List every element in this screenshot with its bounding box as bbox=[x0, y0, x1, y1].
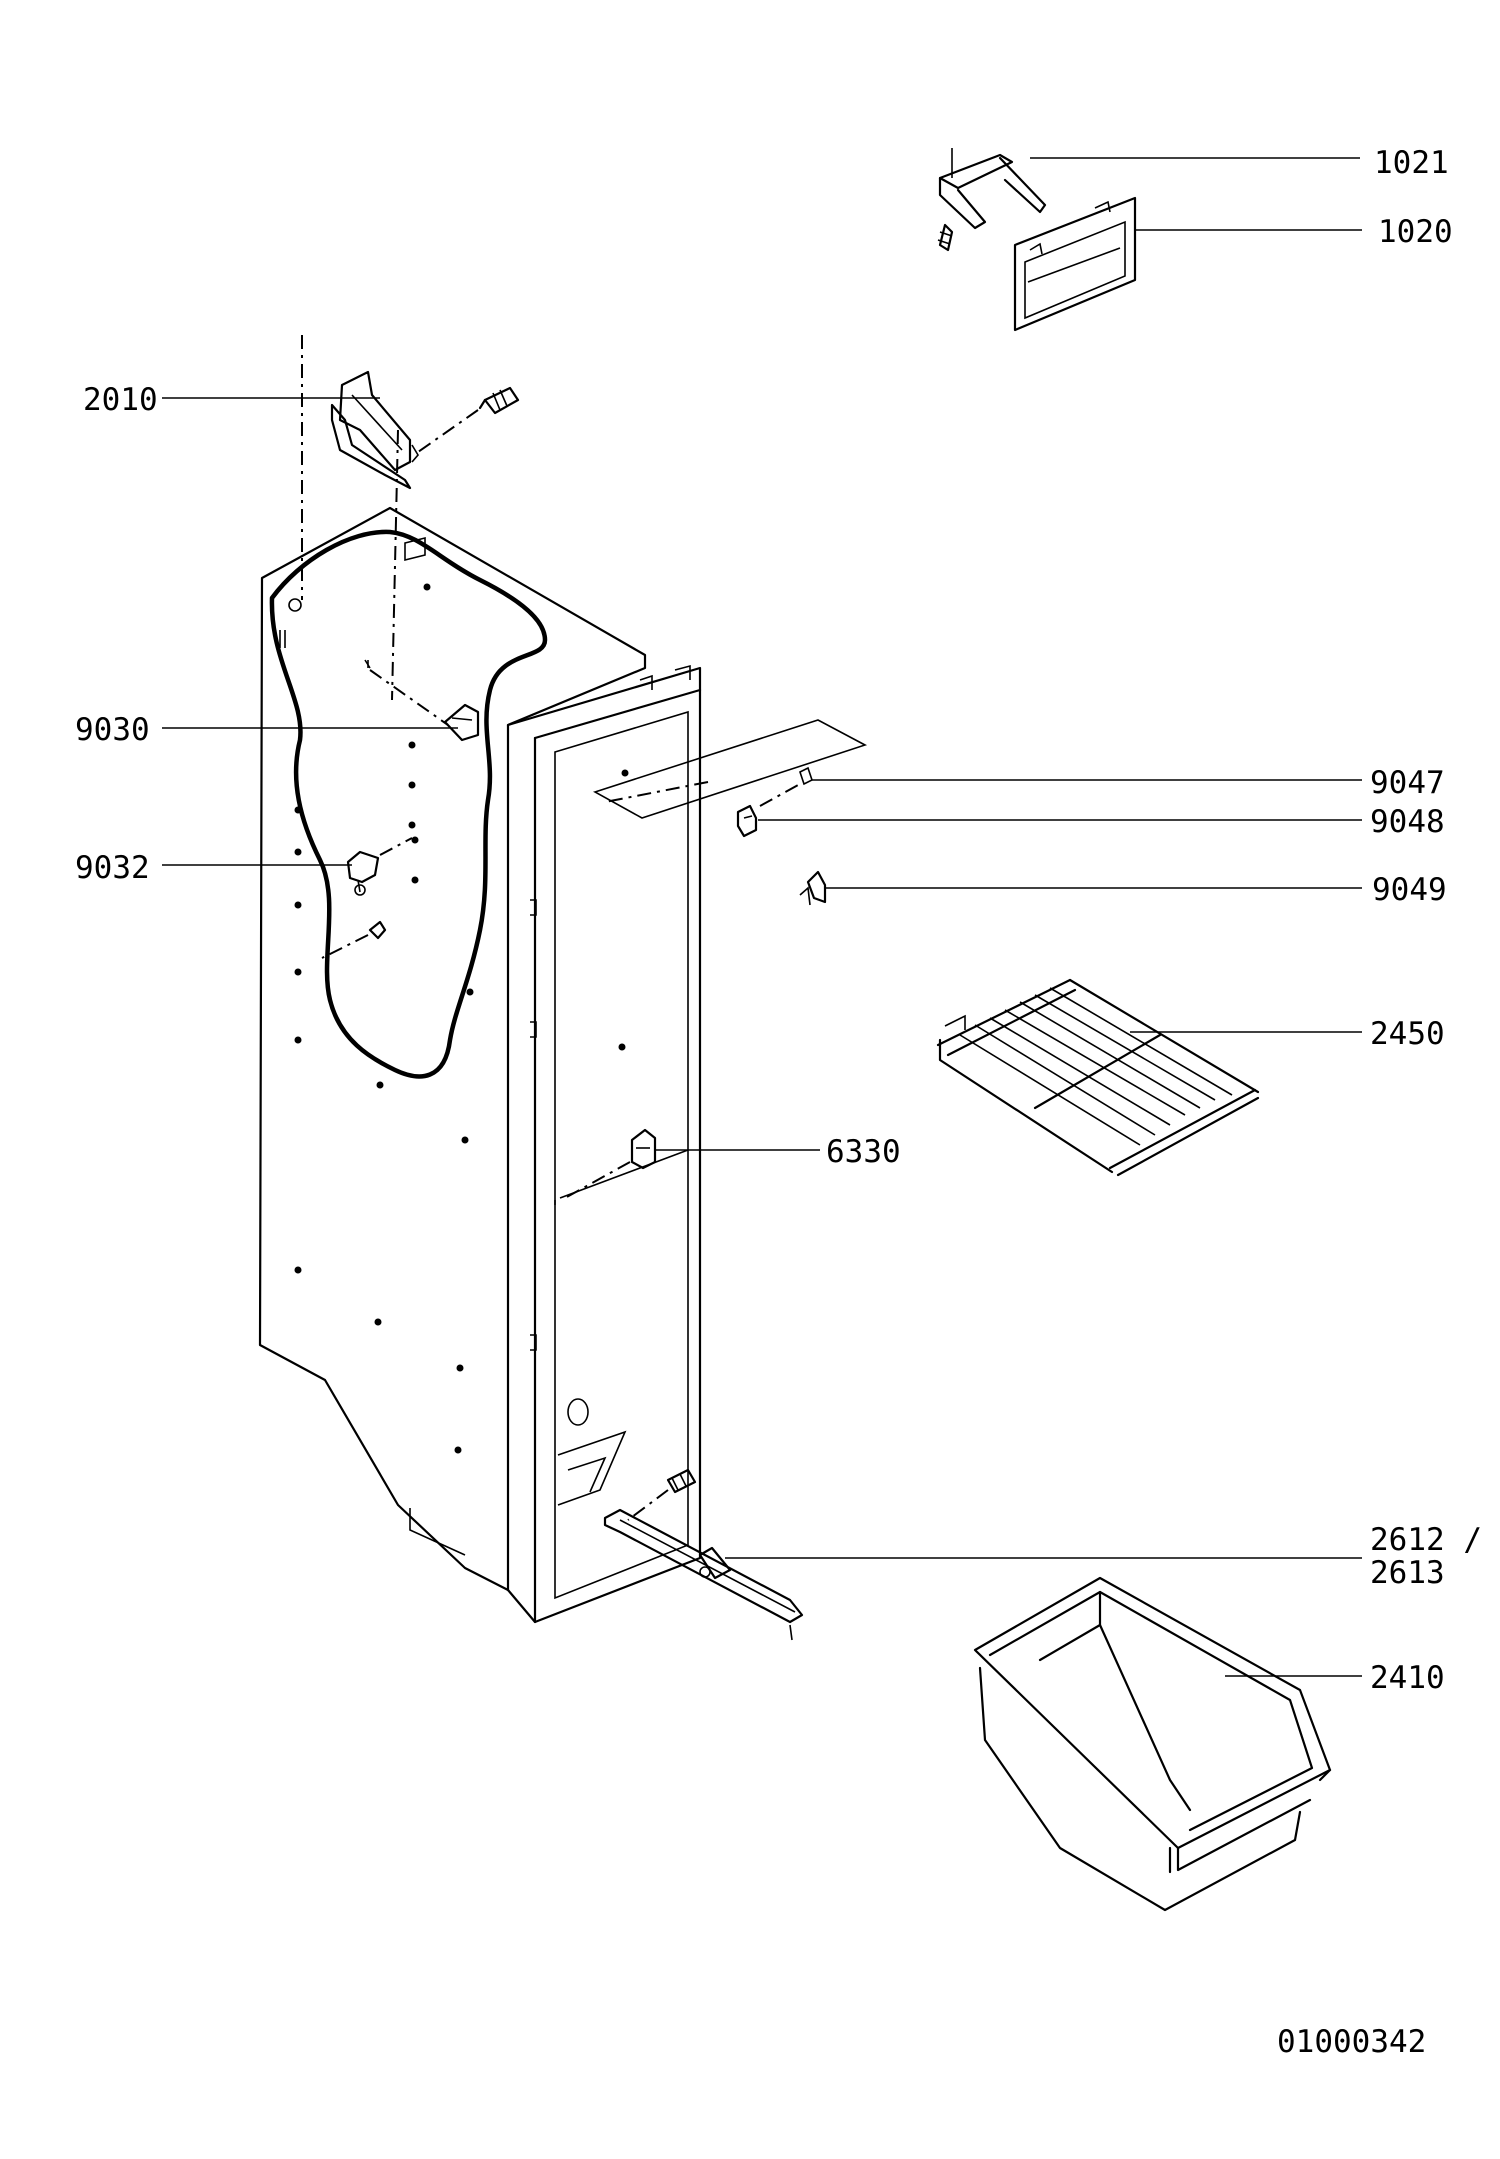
part-9049-bracket bbox=[799, 870, 827, 906]
leader-lines bbox=[162, 157, 1362, 1677]
drawing-number: 01000342 bbox=[1277, 2024, 1426, 2060]
part-9047-control-plate bbox=[592, 719, 868, 819]
callout-2612: 2612 / bbox=[1370, 1522, 1482, 1558]
part-1020-light-cover bbox=[1013, 196, 1137, 332]
part-9032-socket bbox=[321, 837, 413, 959]
callout-2450: 2450 bbox=[1370, 1016, 1445, 1052]
callout-2613: 2613 bbox=[1370, 1555, 1445, 1591]
callout-1021: 1021 bbox=[1374, 145, 1449, 181]
part-9030-clip bbox=[364, 659, 480, 742]
callout-labels: 1021 1020 2010 9030 9047 9048 9032 9049 … bbox=[75, 145, 1482, 2060]
part-2410-drawer-bin bbox=[973, 1576, 1332, 1912]
callout-2410: 2410 bbox=[1370, 1660, 1445, 1696]
part-2612-2613-bottom-hinge bbox=[603, 1468, 804, 1641]
callout-1020: 1020 bbox=[1378, 214, 1453, 250]
mounting-holes bbox=[279, 536, 629, 1454]
part-6330-switch bbox=[564, 1128, 657, 1199]
callout-2010: 2010 bbox=[83, 382, 158, 418]
part-2450-wire-shelf bbox=[936, 978, 1260, 1177]
part-9048-knob bbox=[736, 783, 801, 838]
wire-harness bbox=[269, 529, 548, 1079]
callout-9048: 9048 bbox=[1370, 804, 1445, 840]
cabinet-body bbox=[258, 506, 702, 1624]
callout-9030: 9030 bbox=[75, 712, 150, 748]
callout-6330: 6330 bbox=[826, 1134, 901, 1170]
callout-9049: 9049 bbox=[1372, 872, 1447, 908]
callout-9032: 9032 bbox=[75, 850, 150, 886]
part-2010-top-hinge bbox=[301, 335, 520, 701]
callout-9047: 9047 bbox=[1370, 765, 1445, 801]
part-1021-lamp-holder bbox=[937, 148, 1047, 252]
